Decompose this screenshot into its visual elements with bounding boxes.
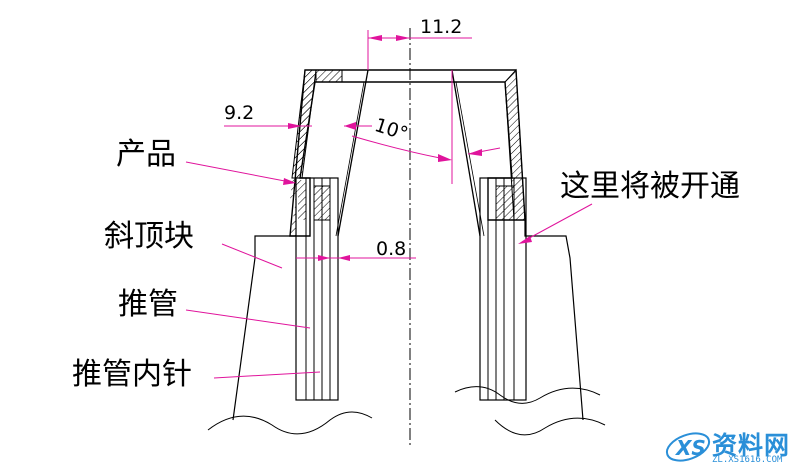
slanted-block-right (524, 220, 584, 421)
cone-right-inner (455, 81, 485, 237)
leader-opened-here (521, 203, 593, 243)
break-line-right (454, 386, 601, 404)
push-tube-left (295, 177, 339, 401)
product-top-notch (315, 69, 343, 83)
cone-left (337, 69, 369, 237)
dimension-left-width: 9.2 (224, 102, 255, 124)
push-tube-right (479, 177, 527, 401)
product-wall-left-band (291, 69, 317, 179)
push-tube-left-hatch-top (313, 185, 331, 221)
leader-slanted-block (221, 243, 283, 269)
leader-product (185, 161, 291, 183)
break-line-left (207, 411, 373, 435)
leader-product-arrow (283, 178, 296, 185)
svg-text:XS: XS (674, 436, 706, 460)
dim-angle-arc (351, 135, 441, 159)
dim-gap-arrow-left (318, 255, 330, 261)
dim-top-arrow-right (396, 35, 410, 41)
cone-right (451, 69, 481, 237)
watermark-brand: 资料网 (712, 431, 791, 460)
push-tube-left-hatch-top2 (298, 180, 306, 220)
label-push-tube-pin: 推管内针 (72, 357, 192, 392)
label-push-tube: 推管 (118, 287, 178, 322)
leader-push-tube (185, 309, 311, 329)
dimension-gap: 0.8 (376, 238, 407, 260)
dim-angle-arrow-right (438, 154, 452, 162)
slanted-block-left (232, 235, 290, 421)
cone-left-inner (335, 81, 365, 237)
label-product: 产品 (116, 137, 176, 172)
push-tube-right-hatch-top (495, 185, 515, 221)
break-line-right-2 (494, 417, 606, 436)
dim-top-arrow (368, 35, 382, 41)
dimension-top-width: 11.2 (420, 16, 463, 38)
label-opened-here: 这里将被开通 (560, 169, 740, 204)
leader-opened-here-arrow (518, 236, 532, 244)
label-slanted-block: 斜顶块 (104, 219, 194, 254)
xs-logo-icon: XS (665, 432, 711, 462)
dim-gap-arrow-right (338, 255, 350, 261)
leader-push-tube-pin (213, 371, 321, 379)
dim-left-arrow (288, 123, 302, 129)
dim-angle-arrow-left (344, 122, 356, 130)
dim-angle-arrow-right-2 (468, 149, 482, 156)
watermark-url: ZL.XS1616.COM (712, 455, 783, 465)
